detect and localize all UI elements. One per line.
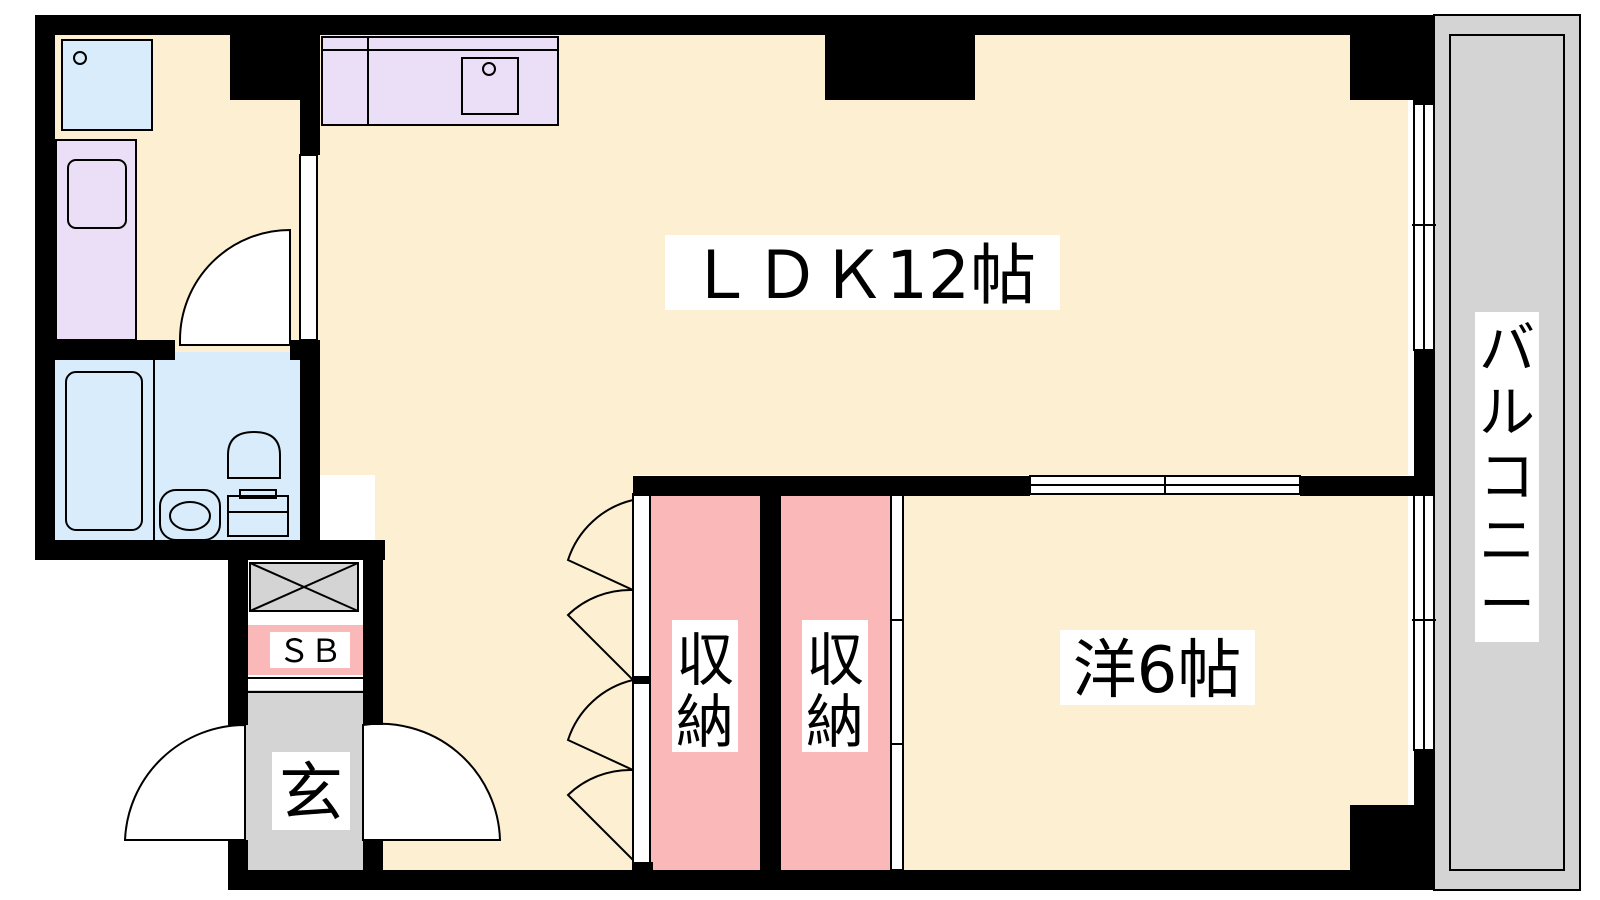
bathroom-fixtures bbox=[65, 360, 289, 541]
entrance-label: 玄 bbox=[279, 757, 343, 831]
storage-1-label-bottom: 納 bbox=[676, 688, 734, 756]
labels: ＬＤＫ12帖 洋6帖 収 納 収 納 ＳＢ 玄 バ ル コ ニ ー bbox=[270, 235, 1539, 831]
balcony-label-char-5: ー bbox=[1479, 573, 1535, 638]
pillar-ldk-top-right bbox=[1350, 15, 1434, 100]
pipe-space-cross-b bbox=[249, 562, 359, 612]
kitchen-sink-icon bbox=[461, 57, 519, 115]
storage-1-label-bg bbox=[672, 620, 738, 752]
kitchen-fixtures bbox=[321, 36, 559, 126]
ldk-label-bg bbox=[665, 235, 1060, 310]
western-room-closet-edge bbox=[890, 493, 904, 871]
wall-entrance-right bbox=[363, 540, 383, 725]
closet-door-swing-3 bbox=[566, 678, 634, 772]
wall-entrance-left bbox=[228, 540, 248, 725]
bathroom-sink-bowl-icon bbox=[169, 501, 211, 531]
wall-right-mid bbox=[1414, 350, 1434, 494]
balcony-inner-line bbox=[1449, 34, 1565, 871]
entrance-label-bg bbox=[272, 752, 350, 830]
washroom-window bbox=[299, 154, 318, 341]
washroom-door-swing bbox=[179, 228, 291, 346]
storage-1-label-top: 収 bbox=[676, 626, 734, 694]
wall-corridor-stub bbox=[633, 676, 649, 684]
wall-bottom bbox=[228, 870, 1434, 890]
wall-bathroom-right bbox=[300, 340, 320, 550]
balcony-label-char-3: コ bbox=[1479, 445, 1535, 510]
bathtub-icon bbox=[65, 371, 143, 531]
closet-door-swing-2 bbox=[566, 588, 634, 683]
toilet-tank-icon bbox=[227, 495, 289, 537]
ldk-label: ＬＤＫ12帖 bbox=[688, 237, 1036, 314]
storage-2-label-bg bbox=[802, 620, 868, 752]
wall-wash-bath bbox=[35, 340, 175, 360]
closet-door-swing-4 bbox=[566, 768, 634, 863]
pillar-washroom bbox=[230, 15, 300, 100]
wall-ldk-bedroom bbox=[633, 476, 1030, 496]
toilet-icon bbox=[227, 430, 281, 479]
wall-washroom-right-top bbox=[300, 15, 320, 155]
entrance-fixtures bbox=[245, 562, 363, 693]
western-room-label-bg bbox=[1060, 630, 1255, 705]
balcony-label-bg bbox=[1475, 312, 1539, 642]
storage-2-label-top: 収 bbox=[806, 626, 864, 694]
pillar-ldk-top bbox=[825, 15, 975, 100]
shoe-box-label-bg bbox=[270, 632, 350, 668]
toilet-seat-icon bbox=[239, 489, 277, 499]
entrance-door-swing-right bbox=[362, 722, 502, 841]
wall-corridor-bottom-stub bbox=[633, 862, 653, 890]
pillar-western-bottom-right bbox=[1350, 805, 1434, 890]
wall-top bbox=[35, 15, 1434, 35]
storage-2-label-bottom: 納 bbox=[806, 688, 864, 756]
wall-storage-divider bbox=[760, 494, 781, 890]
walls bbox=[35, 15, 1434, 890]
balcony-label-char-4: ニ bbox=[1479, 509, 1535, 574]
washroom-fixtures bbox=[55, 39, 153, 341]
vanity-counter bbox=[55, 139, 137, 341]
windows bbox=[299, 99, 1436, 751]
bathroom-floor bbox=[52, 352, 302, 540]
western-room-label: 洋6帖 bbox=[1073, 634, 1242, 708]
door-swings bbox=[123, 228, 634, 863]
washing-machine-pan bbox=[61, 39, 153, 131]
wall-left-washroom bbox=[35, 15, 55, 560]
wall-ldk-bedroom-right bbox=[1300, 476, 1434, 496]
entrance-door-swing-left bbox=[123, 723, 246, 841]
vanity-sink-icon bbox=[67, 159, 127, 229]
kitchen-drain-icon bbox=[482, 62, 496, 76]
drain-icon bbox=[73, 51, 87, 65]
wall-bathroom-bottom bbox=[35, 540, 385, 560]
balcony-label-char-2: ル bbox=[1479, 381, 1535, 446]
shoe-box-label: ＳＢ bbox=[278, 632, 342, 670]
closet-door-swing-1 bbox=[566, 498, 634, 592]
balcony-label-char-1: バ bbox=[1479, 317, 1535, 382]
